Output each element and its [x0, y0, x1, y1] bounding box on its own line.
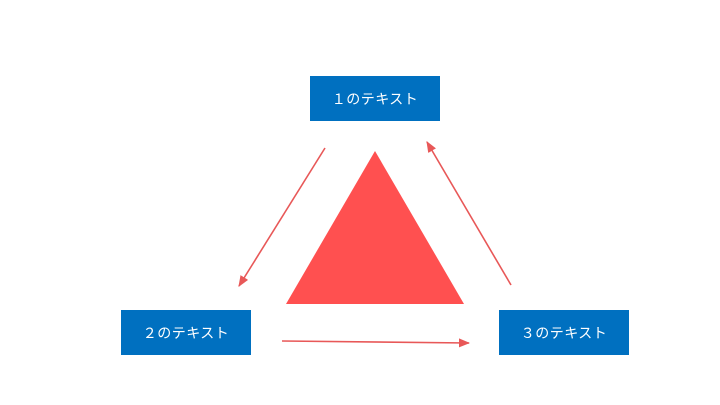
arrow-3-to-1 [426, 141, 512, 286]
text-box-2-label: ２のテキスト [142, 325, 230, 342]
center-triangle [286, 151, 464, 304]
text-box-3-label: ３のテキスト [520, 325, 608, 342]
text-box-3[interactable]: ３のテキスト [499, 310, 629, 355]
text-box-1[interactable]: １のテキスト [310, 76, 440, 121]
arrow-2-to-3 [281, 338, 471, 348]
text-box-2[interactable]: ２のテキスト [121, 310, 251, 355]
text-box-1-label: １のテキスト [331, 91, 419, 108]
arrow-1-to-2 [238, 147, 326, 287]
